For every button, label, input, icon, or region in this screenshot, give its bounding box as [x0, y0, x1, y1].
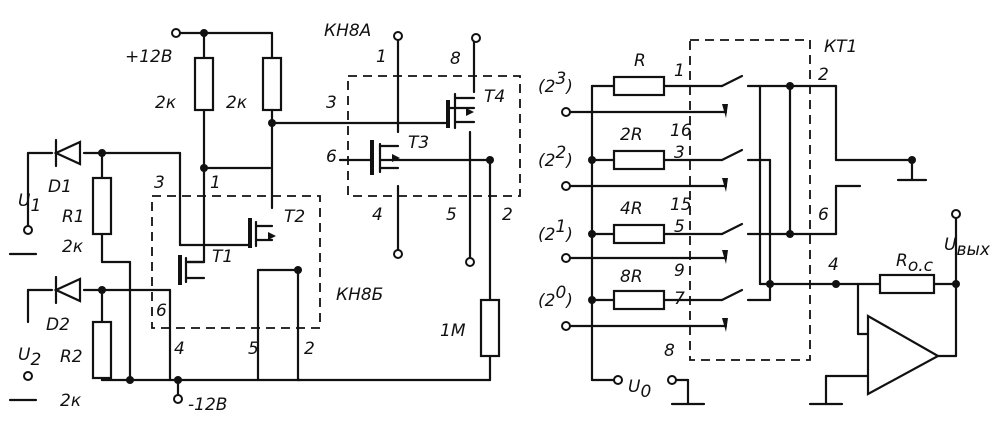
transistor-t1 [178, 255, 206, 285]
chip-kt1-pin-2: 2 [818, 65, 829, 85]
bit-1-terminal [561, 253, 571, 263]
chip-kt1-pin-6: 6 [818, 205, 829, 225]
left-circuit: +12В 2к 2к [8, 21, 521, 415]
resistor-r2-value: 2к [60, 391, 82, 411]
chip-kn8b-pin-1: 1 [210, 173, 221, 193]
bit-0-resistor-label: 8R [620, 267, 643, 287]
chip-kn8a-pin-1: 1 [376, 47, 387, 67]
output-uout-label: Uвых [944, 235, 991, 260]
bit-3-label: (23) [538, 69, 573, 97]
chip-kn8b-boundary [151, 195, 321, 329]
chip-kt1-pin-7: 7 [674, 289, 685, 309]
chip-kn8b-name: КН8Б [336, 285, 383, 305]
diode-d1-label: D1 [48, 177, 72, 197]
feedback-network [808, 209, 961, 406]
chip-kn8a-pin-4: 4 [372, 205, 383, 225]
chip-kn8b-pin-3: 3 [154, 173, 165, 193]
transistor-t3 [370, 140, 400, 175]
chip-kn8a-pin-8-terminal [471, 33, 481, 43]
resistor-r1-name: R1 [62, 207, 85, 227]
left-wires [26, 38, 494, 404]
transistor-t3-label: T3 [408, 133, 429, 153]
chip-kt1-pin-1: 1 [674, 61, 685, 81]
bit-2-label: (22) [538, 143, 573, 171]
right-circuit: U0 [538, 37, 991, 406]
bit-1-label: (21) [538, 217, 573, 245]
chip-kn8a-pin-4-terminal [393, 249, 403, 259]
resistor-r1 [91, 176, 113, 236]
bit-0-label: (20) [538, 283, 573, 311]
supply-negative-label: -12В [188, 395, 227, 415]
chip-kt1-pin-4: 4 [828, 255, 839, 275]
load-resistor-1m [479, 298, 501, 358]
pullup-resistor-2 [261, 56, 283, 112]
bit-3-terminal [561, 107, 571, 117]
positive-supply-bus [171, 28, 274, 60]
chip-kt1-name: КТ1 [824, 37, 857, 57]
chip-kn8a-pin-8: 8 [450, 49, 461, 69]
chip-kn8b-pin-6: 6 [156, 301, 167, 321]
pullup-resistor-1 [193, 56, 215, 112]
input-u1-label: U1 [18, 191, 41, 216]
bit-2-resistor-label: 2R [620, 125, 643, 145]
diode-d1 [53, 138, 82, 168]
bit-row-1 [590, 222, 792, 245]
bit-row-0 [590, 288, 772, 311]
bit-row-3 [590, 74, 792, 97]
feedback-resistor-label: Rо.с [896, 251, 934, 276]
reference-u0-label: U0 [628, 377, 651, 402]
chip-kn8b-pin-2: 2 [304, 339, 315, 359]
bit-3-resistor-label: R [634, 51, 646, 71]
supply-positive-label: +12В [125, 47, 173, 67]
chip-kt1-pin-16: 16 [670, 121, 692, 141]
chip-kt1-pin-3: 3 [674, 143, 685, 163]
chip-kt1-pin-15: 15 [670, 195, 692, 215]
chip-kn8a-pin-5: 5 [446, 205, 457, 225]
load-resistor-label: 1M [440, 321, 466, 341]
transistor-t4-label: T4 [484, 87, 505, 107]
resistor-r2-name: R2 [60, 347, 83, 367]
input-u2-label: U2 [18, 345, 41, 370]
resistor-r2 [91, 320, 113, 380]
chip-kn8b-pin-5: 5 [248, 339, 259, 359]
diode-d2 [53, 275, 82, 305]
feedback-resistor [878, 273, 936, 295]
chip-kn8a-boundary [347, 75, 521, 197]
input-u1-terminal [8, 225, 38, 256]
input-u2-terminal [8, 371, 38, 402]
chip-kn8b-pin-4: 4 [174, 339, 185, 359]
resistor-r1-value: 2к [62, 237, 84, 257]
chip-kn8a-pin-1-terminal [393, 31, 403, 41]
bit-1-resistor-label: 4R [620, 199, 643, 219]
transistor-t1-label: T1 [212, 247, 233, 267]
chip-kn8a-pin-5-terminal [465, 257, 475, 267]
chip-kn8a-pin-3: 3 [326, 93, 337, 113]
pullup-resistor-2-value: 2к [226, 93, 248, 113]
chip-kt1-boundary [689, 39, 811, 361]
transistor-t2-label: T2 [284, 207, 305, 227]
diode-d2-label: D2 [46, 315, 70, 335]
chip-kt1-pin-8: 8 [664, 341, 675, 361]
bit-2-terminal [561, 181, 571, 191]
op-amp [866, 314, 941, 396]
chip-kt1-pin-5: 5 [674, 217, 685, 237]
chip-kn8a-name: КН8А [324, 21, 371, 41]
chip-kn8a-pin-2: 2 [502, 205, 513, 225]
transistor-t4 [446, 92, 476, 130]
chip-kn8a-pin-6: 6 [326, 147, 337, 167]
pullup-resistor-1-value: 2к [155, 93, 177, 113]
transistor-t2 [248, 218, 276, 248]
switch-bus [758, 82, 928, 302]
chip-kt1-pin-9: 9 [674, 261, 685, 281]
bit-0-terminal [561, 321, 571, 331]
